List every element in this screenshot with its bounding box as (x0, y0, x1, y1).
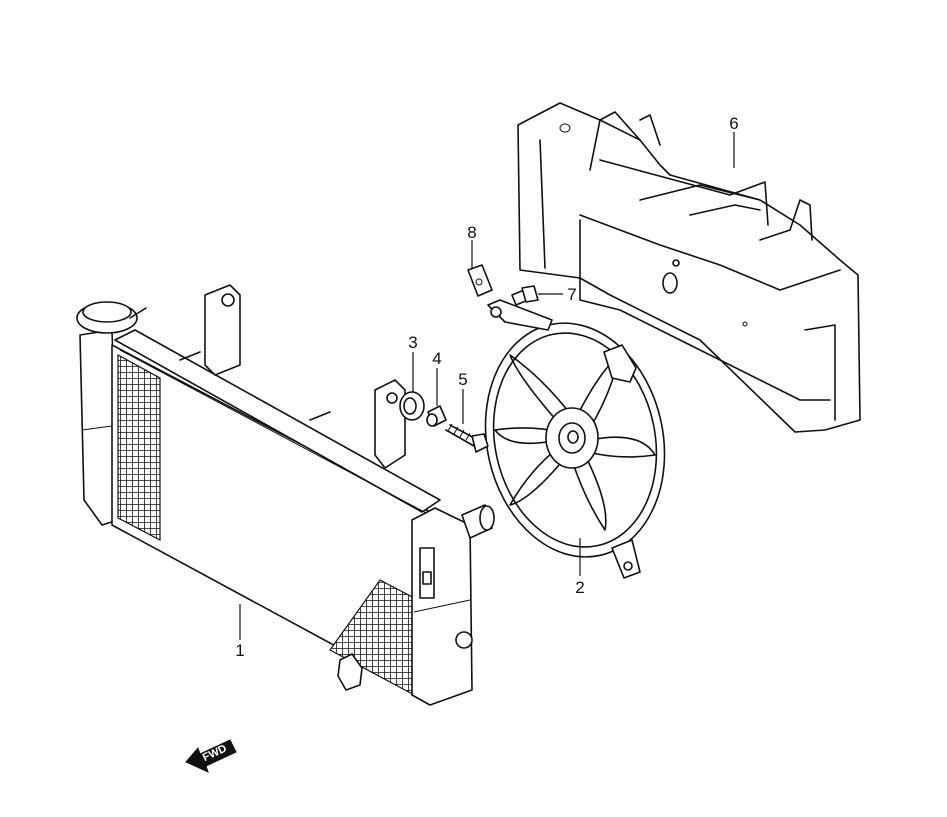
cooling-fan (484, 299, 666, 579)
collar (426, 405, 447, 427)
screw (511, 285, 539, 306)
callout-7: 7 (567, 285, 576, 304)
callout-5: 5 (458, 370, 467, 389)
callout-8: 8 (467, 223, 476, 242)
radiator (76, 284, 495, 706)
forward-direction-arrow-icon: FWD (185, 739, 237, 773)
bolt (445, 423, 489, 453)
callout-2: 2 (575, 578, 584, 597)
grommet (399, 391, 425, 421)
callout-6: 6 (729, 114, 738, 133)
callout-1: 1 (235, 641, 244, 660)
clip-nut (467, 264, 493, 297)
fan-shroud-cover (517, 102, 861, 433)
callout-4: 4 (432, 349, 441, 368)
callout-3: 3 (408, 333, 417, 352)
